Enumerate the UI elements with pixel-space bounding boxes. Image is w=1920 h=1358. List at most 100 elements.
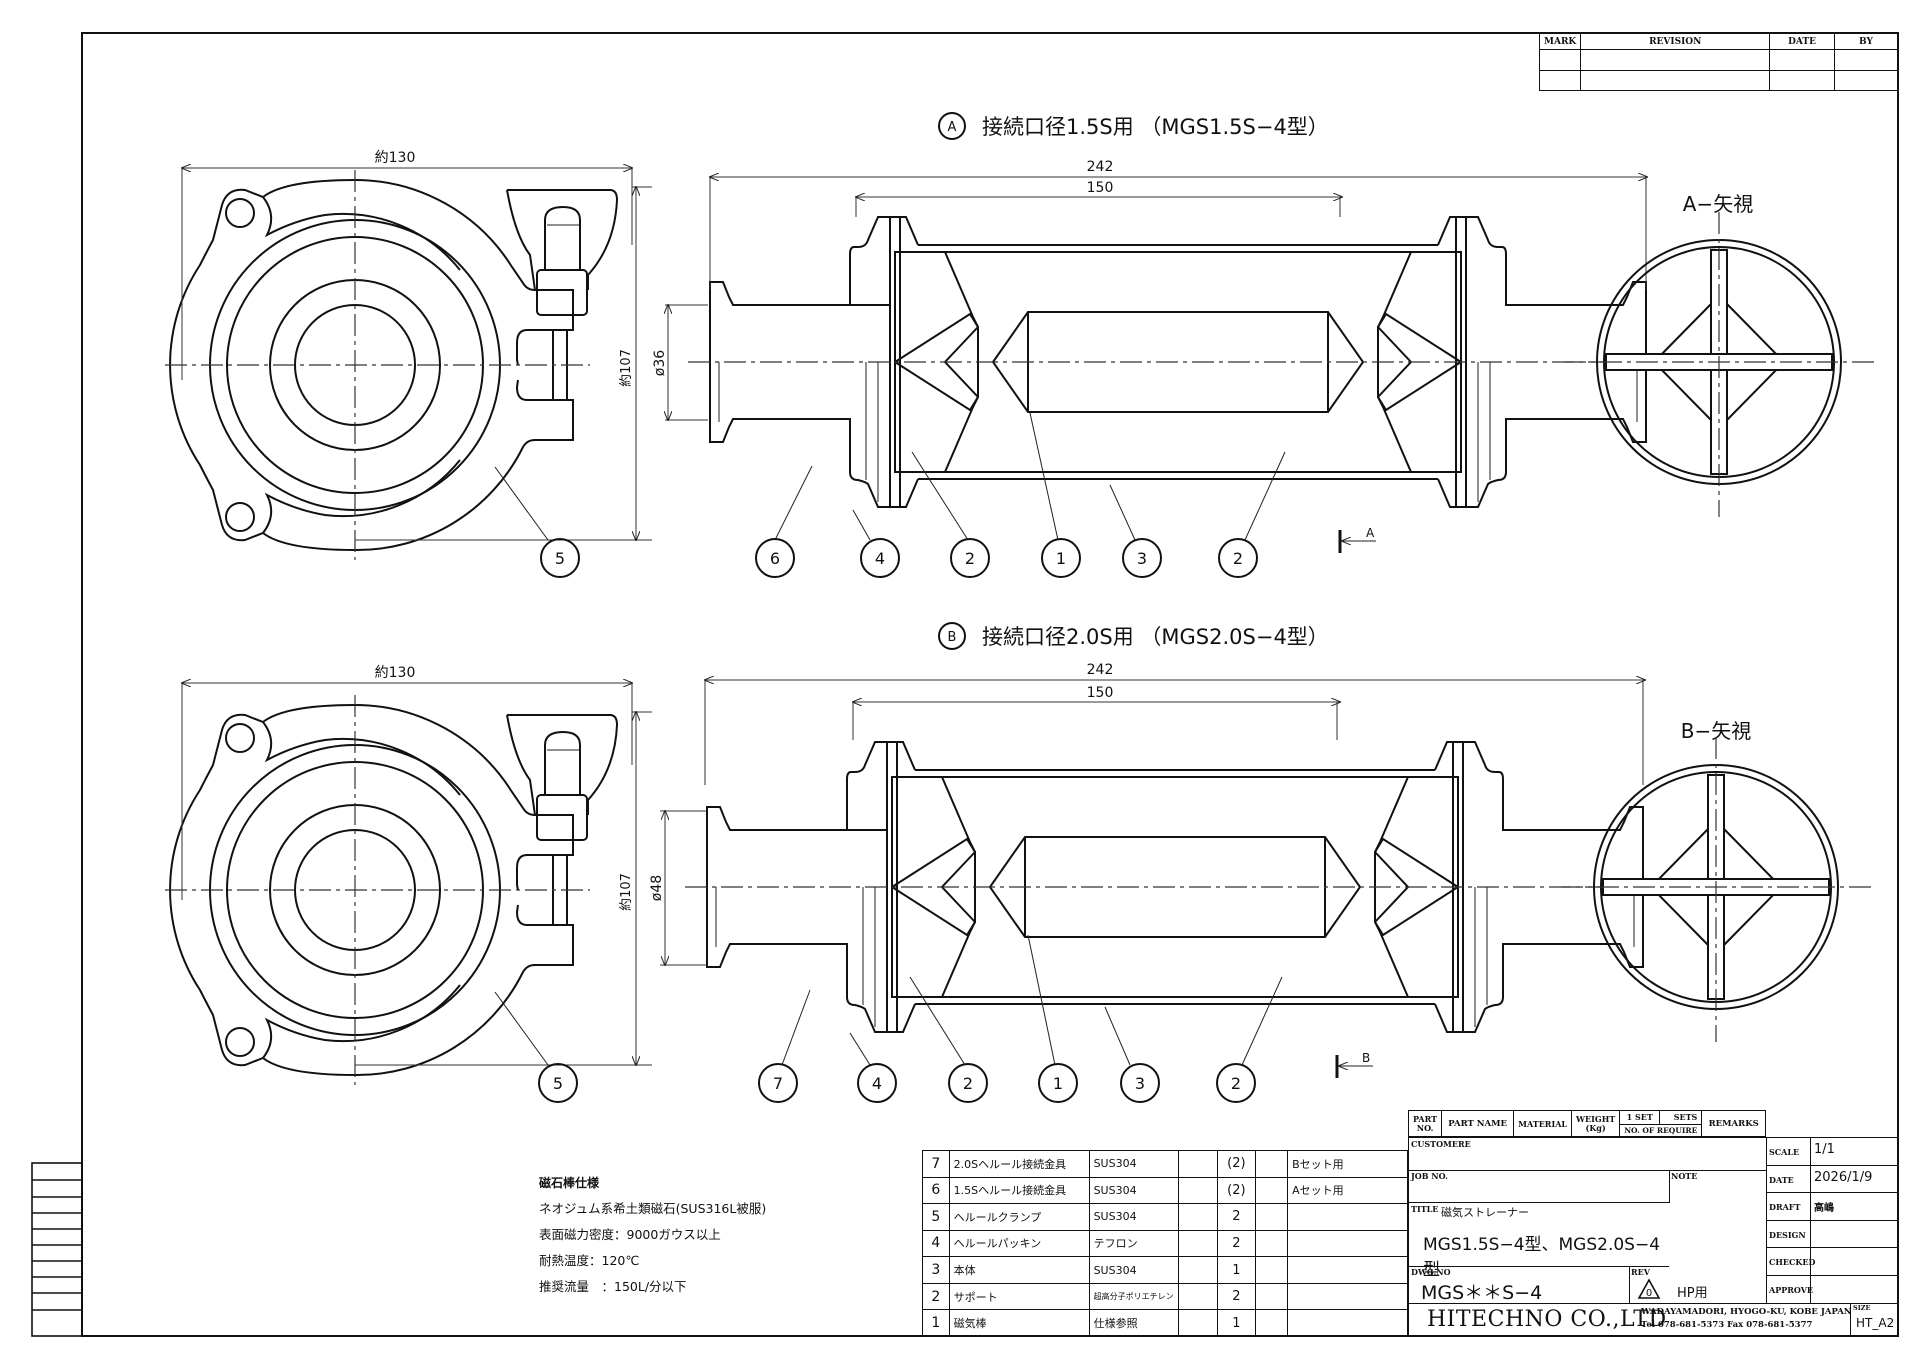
part-remarks: [1287, 1282, 1408, 1311]
revision-header-revision: REVISION: [1580, 32, 1771, 51]
balloon: [1038, 1063, 1078, 1103]
balloon: [860, 538, 900, 578]
section-arrow-b: B: [1362, 1051, 1370, 1065]
approval-grid: SCALE 1/1 DATE 2026/1/9 DRAFT 高嶋 DESIGN …: [1766, 1138, 1897, 1303]
part-no: 7: [922, 1150, 950, 1178]
revision-cell: [1580, 49, 1771, 71]
view-a-port-diameter: ø36: [652, 350, 668, 376]
date-value: 2026/1/9: [1811, 1166, 1897, 1193]
view-b-strainer: 242 150 ø48 7 4 2 1 3 2 B: [649, 662, 1671, 1103]
revision-header-row: MARK REVISION DATE BY: [1538, 32, 1899, 51]
part-sets: [1254, 1282, 1289, 1311]
balloon-label: 5: [553, 1074, 563, 1093]
draft-value: 高嶋: [1811, 1193, 1897, 1221]
rev-value: 0: [1646, 1288, 1652, 1299]
revision-header-by: BY: [1833, 32, 1899, 51]
job-no-label: JOB NO.: [1411, 1171, 1448, 1181]
part-qty: 1: [1217, 1256, 1256, 1284]
view-b-body-length: 150: [1087, 685, 1114, 701]
part-qty: (2): [1217, 1176, 1256, 1205]
header-material: MATERIAL: [1513, 1110, 1573, 1137]
revision-row: [1538, 69, 1899, 92]
view-b-marker-circle: [938, 622, 966, 650]
dwg-no-cell: DWG.NO MGS＊＊S−4: [1409, 1266, 1630, 1304]
customer-label: CUSTOMERE: [1411, 1139, 1471, 1149]
view-a-title: 接続口径1.5S用 （MGS1.5S−4型）: [982, 115, 1329, 139]
balloon-label: 4: [875, 549, 885, 568]
part-name: 磁気棒: [948, 1309, 1090, 1337]
date-label: DATE: [1766, 1165, 1811, 1193]
view-a-marker-circle: [938, 112, 966, 140]
revision-cell: [1580, 69, 1771, 92]
header-no-of-require: NO. OF REQUIRE: [1619, 1123, 1703, 1138]
part-weight: [1177, 1229, 1219, 1258]
revision-row: [1538, 49, 1899, 71]
approve-value: [1811, 1276, 1897, 1304]
part-name: 2.0Sヘルール接続金具: [948, 1150, 1090, 1178]
left-margin-boxes: [31, 1162, 83, 1337]
revision-header-date: DATE: [1769, 32, 1835, 51]
view-a-clamp-height: 約107: [619, 349, 634, 387]
scale-label: SCALE: [1766, 1138, 1811, 1166]
part-name: 本体: [948, 1256, 1090, 1284]
balloon: [950, 538, 990, 578]
part-remarks: [1287, 1309, 1408, 1337]
part-sets: [1254, 1176, 1289, 1205]
part-remarks: [1287, 1256, 1408, 1284]
revision-triangle-icon: 0: [1637, 1278, 1661, 1299]
balloon-label: 6: [770, 549, 780, 568]
view-b-clamp: 約130 約107 5: [164, 665, 652, 1103]
header-remarks: REMARKS: [1701, 1110, 1766, 1137]
balloon-label: 4: [872, 1074, 882, 1093]
part-weight: [1177, 1203, 1219, 1231]
size-label: SIZE: [1853, 1304, 1871, 1312]
part-material: SUS304: [1088, 1150, 1179, 1178]
note-cell: NOTE HP用: [1669, 1170, 1767, 1304]
balloon: [540, 538, 580, 578]
part-remarks: Aセット用: [1287, 1176, 1408, 1205]
balloon-label: 3: [1137, 549, 1147, 568]
part-sets: [1254, 1256, 1289, 1284]
note-value: HP用: [1677, 1286, 1708, 1301]
magnet-spec-line: 表面磁力密度：9000ガウス以上: [539, 1227, 721, 1242]
view-b-marker: B: [948, 630, 957, 645]
company-row: HITECHNO CO.,LTD WADAYAMADORI, HYOGO-KU,…: [1409, 1303, 1897, 1336]
revision-cell: [1769, 49, 1835, 71]
balloon-label: 2: [963, 1074, 973, 1093]
revision-table: MARK REVISION DATE BY: [1538, 32, 1899, 92]
balloon: [1216, 1063, 1256, 1103]
balloon: [857, 1063, 897, 1103]
balloon-label: 2: [965, 549, 975, 568]
part-remarks: [1287, 1229, 1408, 1258]
balloon-label: 2: [1233, 549, 1243, 568]
magnet-spec-line: 耐熱温度：120℃: [539, 1253, 639, 1268]
title-cell: TITLE 磁気ストレーナー MGS1.5S−4型、MGS2.0S−4型: [1409, 1202, 1669, 1280]
part-material: 超高分子ポリエチレン: [1088, 1282, 1179, 1311]
title-block: CUSTOMERE JOB NO. NOTE HP用 TITLE 磁気ストレーナ…: [1408, 1137, 1898, 1336]
customer-cell: CUSTOMERE: [1409, 1138, 1767, 1171]
revision-header-mark: MARK: [1538, 32, 1582, 51]
view-a-clamp: 約130 約107 5: [164, 150, 652, 578]
balloon-label: 7: [773, 1074, 783, 1093]
company-phone: Tel 078-681-5373 Fax 078-681-5377: [1641, 1320, 1813, 1330]
view-a-heading: A 接続口径1.5S用 （MGS1.5S−4型）: [938, 112, 1329, 140]
part-no: 1: [922, 1309, 950, 1337]
view-b-end-view: B−矢視: [1560, 719, 1872, 1043]
balloon-label: 2: [1231, 1074, 1241, 1093]
part-name: ヘルールパッキン: [948, 1229, 1090, 1258]
magnet-spec-line: 推奨流量 ：150L/分以下: [539, 1279, 687, 1294]
title-models: MGS1.5S−4型、MGS2.0S−4型: [1423, 1235, 1661, 1280]
dwg-no-label: DWG.NO: [1411, 1267, 1451, 1277]
part-qty: 1: [1217, 1309, 1256, 1337]
revision-cell: [1833, 49, 1899, 71]
view-b-clamp-width: 約130: [375, 665, 416, 681]
balloon-label: 1: [1056, 549, 1066, 568]
part-remarks: [1287, 1203, 1408, 1231]
part-sets: [1254, 1309, 1289, 1337]
part-sets: [1254, 1229, 1289, 1258]
